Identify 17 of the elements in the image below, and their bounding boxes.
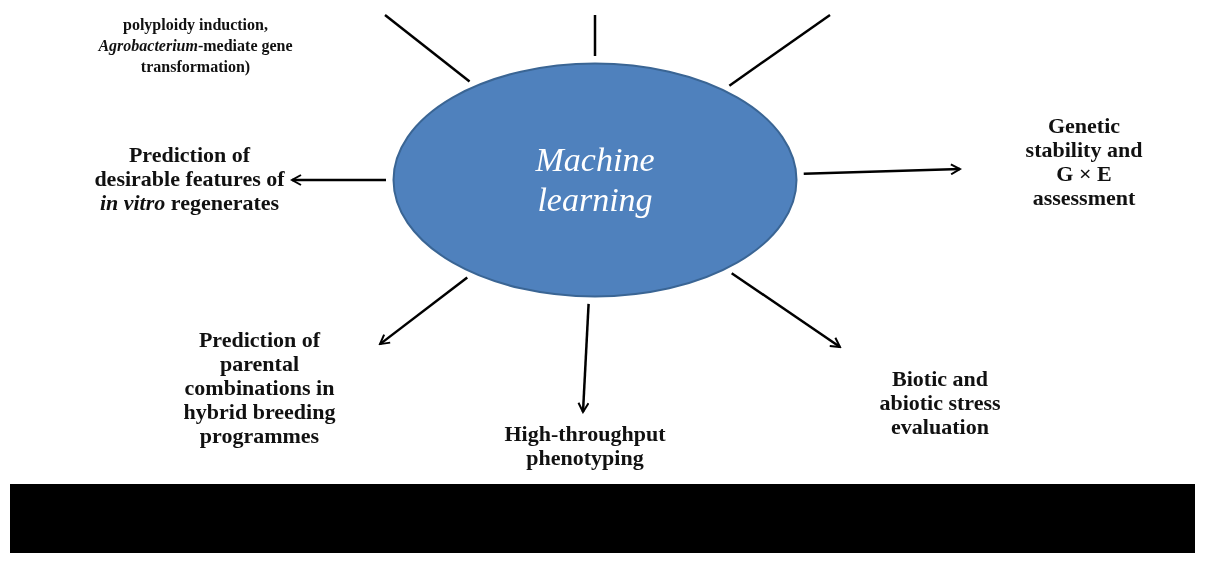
arrow bbox=[577, 303, 590, 413]
arrow bbox=[730, 272, 841, 349]
outcome-text: Genetic stability and G × E assessment bbox=[1024, 114, 1144, 210]
node-title: Machine learning bbox=[534, 140, 656, 220]
arrow bbox=[291, 174, 386, 186]
outcome-text: Prediction of parental combinations in hybrid breeding programmes bbox=[182, 328, 337, 448]
outcome-text: High-throughput phenotyping bbox=[503, 422, 667, 470]
outcome-text: Prediction of desirable features of in vitro regenerates bbox=[93, 143, 286, 215]
connector-line bbox=[384, 14, 471, 83]
connector-line bbox=[593, 15, 597, 56]
ellipse-node bbox=[392, 62, 798, 298]
arrow bbox=[379, 276, 468, 346]
arrow bbox=[803, 163, 961, 176]
outcome-text: polyploidy induction, Agrobacterium-mediate gene transformation) bbox=[97, 15, 294, 77]
outcome-text: Biotic and abiotic stress evaluation bbox=[878, 367, 1002, 439]
connector-line bbox=[728, 13, 831, 87]
filled-band bbox=[10, 484, 1195, 553]
